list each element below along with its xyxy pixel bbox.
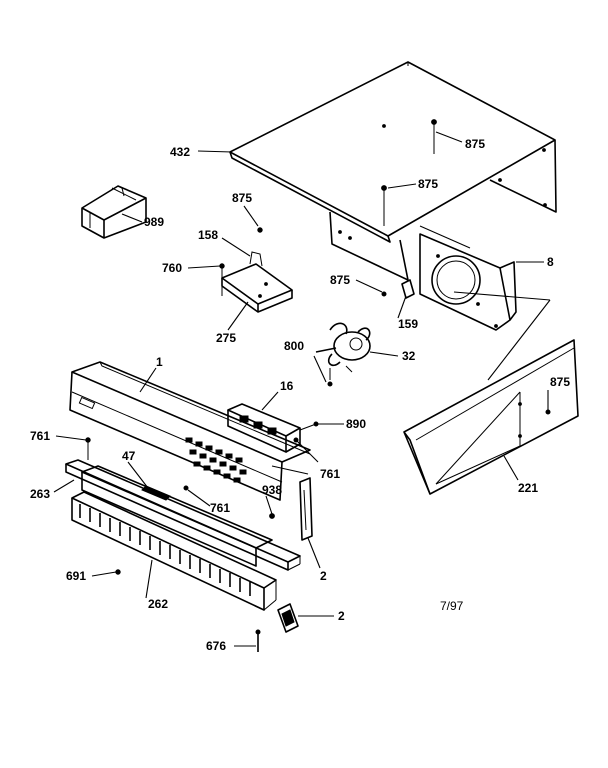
label-263: 263 [30, 487, 50, 501]
label-221: 221 [518, 481, 538, 495]
label-875-c: 875 [232, 191, 252, 205]
vent-grille [71, 491, 277, 611]
label-2-upper: 2 [320, 569, 327, 583]
top-cover-panel [229, 61, 557, 281]
label-938: 938 [262, 483, 282, 497]
bracket-assembly [219, 227, 293, 313]
label-761-b: 761 [320, 467, 340, 481]
label-432: 432 [170, 145, 190, 159]
date-code: 7/97 [440, 599, 464, 613]
label-875-a: 875 [465, 137, 485, 151]
label-800: 800 [284, 339, 304, 353]
label-875-d: 875 [330, 273, 350, 287]
part-labels: 432 875 875 989 875 158 760 275 875 8 15… [30, 137, 570, 653]
switch-module [227, 403, 301, 453]
inner-panel [81, 465, 273, 567]
label-691: 691 [66, 569, 86, 583]
end-cap-lower [277, 603, 299, 633]
control-panel [69, 361, 311, 501]
screw-875-a [431, 119, 437, 154]
screw-691 [115, 569, 121, 575]
label-676: 676 [206, 639, 226, 653]
label-989: 989 [144, 215, 164, 229]
label-875-b: 875 [418, 177, 438, 191]
screw-761-left [85, 437, 91, 460]
label-262: 262 [148, 597, 168, 611]
label-890: 890 [346, 417, 366, 431]
side-panel [403, 339, 579, 495]
label-761-a: 761 [30, 429, 50, 443]
blower-motor [315, 322, 371, 387]
label-8: 8 [547, 255, 554, 269]
vent-grille-slots [79, 504, 251, 596]
label-761-c: 761 [210, 501, 230, 515]
label-32: 32 [402, 349, 416, 363]
label-875-e: 875 [550, 375, 570, 389]
label-47: 47 [122, 449, 136, 463]
screw-676 [255, 629, 261, 652]
label-1: 1 [156, 355, 163, 369]
blower-housing [419, 225, 517, 331]
label-2-lower: 2 [338, 609, 345, 623]
label-760: 760 [162, 261, 182, 275]
control-panel-vents [185, 437, 247, 483]
box-component [81, 185, 147, 239]
label-158: 158 [198, 228, 218, 242]
trim-strip [65, 459, 301, 571]
label-275: 275 [216, 331, 236, 345]
screw-875-b [381, 185, 387, 226]
leader-lines [53, 131, 551, 647]
label-159: 159 [398, 317, 418, 331]
screw-890 [299, 421, 319, 431]
clip-159 [381, 279, 415, 299]
label-16: 16 [280, 379, 294, 393]
